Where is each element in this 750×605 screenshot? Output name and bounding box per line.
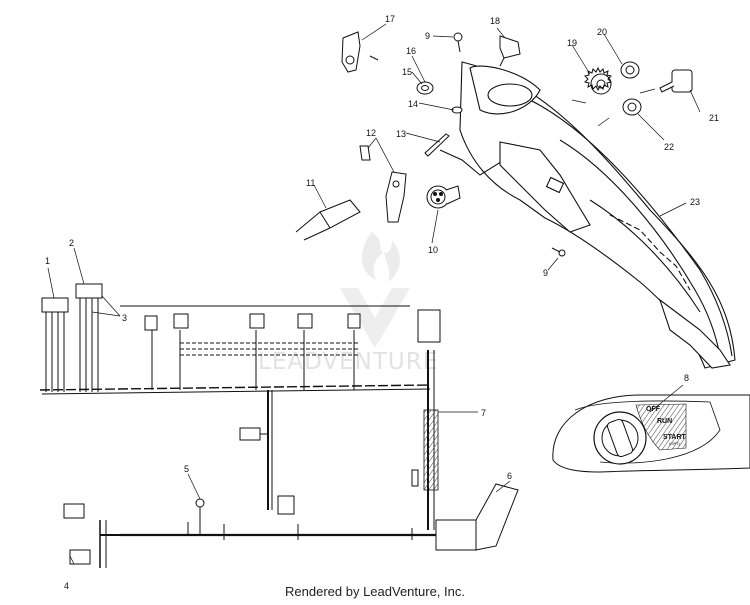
callout-18: 18 [490,16,500,26]
callout-2: 2 [69,238,74,248]
leader-lines [47,23,701,565]
callout-21: 21 [709,113,719,123]
relay-connector-6 [435,519,477,551]
clip-13 [424,133,450,157]
harness-plug-11 [319,199,361,229]
callout-16: 16 [406,46,416,56]
wiring-harness [39,296,440,568]
footer-credit: Rendered by LeadVenture, Inc. [285,584,465,599]
callout-17: 17 [385,14,395,24]
connector-4-top [63,503,85,519]
callout-11: 11 [306,178,315,188]
washer-14 [451,106,463,114]
callout-14: 14 [408,99,418,109]
callout-12: 12 [366,128,376,138]
callout-13: 13 [396,129,406,139]
watermark: LEADVENTURE [258,232,438,375]
callout-20: 20 [597,27,607,37]
callout-1: 1 [45,256,50,266]
callout-6: 6 [507,471,512,481]
relay-6 [475,483,519,551]
bracket-17 [341,31,361,73]
watermark-emblem-icon [340,288,410,348]
connector-1 [41,297,69,313]
bulb-18 [499,35,521,59]
watermark-flame-icon [361,232,400,282]
dash-panel [439,61,736,369]
callout-10: 10 [428,245,438,255]
connector-4-bottom [69,549,91,565]
callout-5: 5 [184,464,189,474]
ignition-switch-inset: OFF RUN START (OPT) [552,394,750,473]
key-21 [671,69,693,93]
connector-top-7 [417,309,441,343]
ignition-parts [295,31,693,257]
switch-run-label: RUN [657,418,672,425]
ring-terminal-5 [195,498,205,508]
callout-numbers: 1 2 3 4 5 6 7 8 9 9 10 11 12 13 14 15 16… [45,14,719,591]
switch-opt-label: (OPT) [669,441,681,446]
harness-connectors [41,283,519,565]
callout-9-bottom: 9 [543,268,548,278]
callout-15: 15 [402,67,412,77]
screw-9-bottom [558,249,566,257]
callout-23: 23 [690,197,700,207]
callout-19: 19 [567,38,577,48]
callout-3: 3 [122,313,127,323]
screw-9-top [453,32,463,42]
watermark-text: LEADVENTURE [258,349,438,375]
callout-7: 7 [481,408,486,418]
callout-9-top: 9 [425,31,430,41]
latch-12 [385,171,407,223]
pin-12 [359,145,371,161]
callout-22: 22 [664,142,674,152]
callout-8: 8 [684,373,689,383]
connector-2 [75,283,103,299]
switch-start-label: START [663,434,687,441]
callout-4: 4 [64,581,69,591]
